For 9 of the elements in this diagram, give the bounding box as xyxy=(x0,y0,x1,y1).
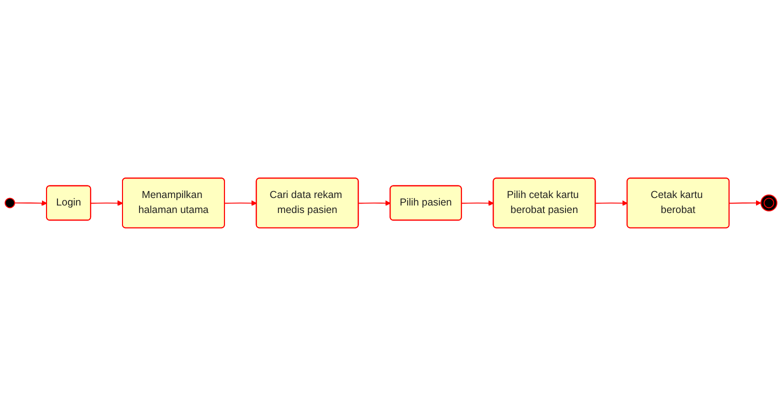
node-circle xyxy=(4,197,16,208)
arrow xyxy=(90,200,124,206)
node-circle xyxy=(760,194,778,211)
arrow xyxy=(595,200,628,206)
arrow xyxy=(14,200,48,206)
arrow xyxy=(224,200,257,206)
arrow xyxy=(461,200,494,206)
arrow xyxy=(358,200,391,206)
arrow xyxy=(728,200,762,206)
